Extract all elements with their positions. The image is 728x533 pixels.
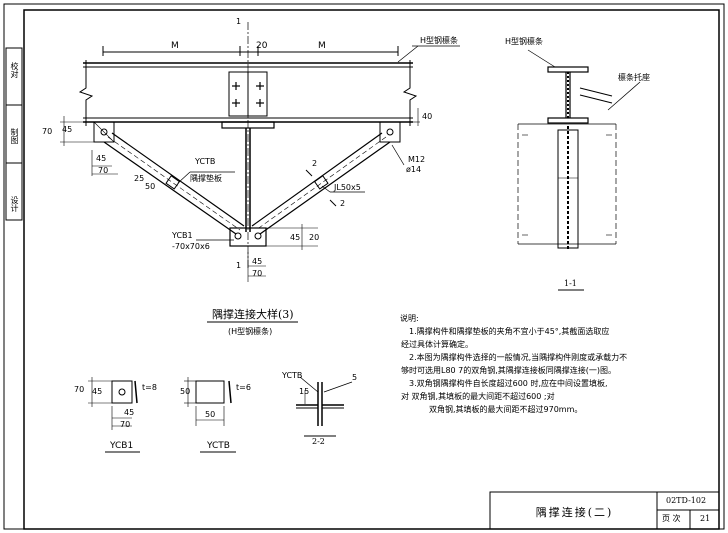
page-label: 页 次	[662, 514, 681, 523]
notes-line-1: 1.隅撑构件和隅撑垫板的夹角不宜小于45°,其截面选取应	[409, 327, 610, 336]
section-2-2-caption: 2-2	[312, 437, 325, 446]
title-block-frame	[489, 491, 720, 530]
detail-title: 隅撑连接大样(3)	[212, 308, 294, 321]
section-mark-2a: 2	[312, 159, 318, 168]
section-mark-bottom: 1	[236, 261, 242, 270]
purlin-bracket-label: 檩条托座	[618, 73, 650, 82]
notes-line-2: 经过具体计算确定。	[401, 340, 473, 349]
dim-25: 25	[134, 174, 145, 183]
section-mark-2b: 2	[340, 199, 346, 208]
ycb1-dim-45: 45	[92, 387, 103, 396]
yctb-plate	[184, 377, 236, 453]
dim-45-left: 45	[96, 154, 107, 163]
yctb-name: YCTB	[207, 441, 230, 451]
section-1-1	[517, 49, 641, 291]
dim-70-bottom-2: 70	[252, 269, 263, 278]
section-1-1-caption: 1-1	[564, 279, 577, 288]
section-mark-top: 1	[236, 17, 242, 26]
drawing-title: 隅撑连接(二)	[535, 506, 614, 519]
detail-subtitle: (H型钢檩条)	[228, 327, 273, 336]
page-number: 21	[700, 514, 711, 523]
side-label-draw: 制图	[10, 128, 19, 144]
side-label-check: 校对	[10, 62, 19, 78]
notes-line-3: 2.本图为隅撑构件选择的一般情况,当隅撑构件刚度或承载力不	[409, 353, 628, 362]
bolt-label: M12	[408, 155, 426, 164]
notes-heading: 说明:	[400, 314, 419, 323]
bolt-hole-dia: ø14	[406, 165, 422, 174]
ycb1-plate	[88, 377, 140, 453]
yctb-label: YCTB	[195, 157, 216, 166]
h-steel-label-section: H型钢檩条	[505, 37, 544, 46]
inner-border	[23, 9, 720, 530]
dim-40-right: 40	[422, 112, 433, 121]
atlas-number: 02TD-102	[666, 496, 707, 505]
gusset-plate-label: 隅撑垫板	[190, 174, 222, 183]
sec22-dim-15: 15	[299, 387, 310, 396]
dim-70-left: 70	[98, 166, 109, 175]
ycb1-spec: -70x70x6	[172, 242, 210, 251]
notes-line-4: 够时可选用L80 7的双角钢,其隅撑连接板同隅撑连接(一)图。	[401, 366, 617, 375]
main-detail	[60, 22, 460, 323]
dim-m-right: M	[318, 41, 326, 51]
sec22-dim-5: 5	[352, 373, 358, 382]
ycb1-dim-70b: 70	[120, 420, 131, 429]
yctb-thickness: t=6	[236, 383, 251, 392]
ycb1-thickness: t=8	[142, 383, 157, 392]
ycb1-label-main: YCB1	[172, 231, 193, 240]
dim-70-left-vertical: 70	[42, 127, 53, 136]
h-steel-purlin-label: H型钢檩条	[420, 36, 459, 45]
side-label-design: 设计	[10, 196, 19, 212]
notes-line-7: 双角钢,其填板的最大间距不超过970mm。	[429, 405, 583, 414]
dim-45-left-vertical: 45	[62, 125, 73, 134]
dim-m-left: M	[171, 41, 179, 51]
notes-line-6: 对 双角钢,其填板的最大间距不超过600 ;对	[401, 392, 555, 401]
angle-label: JL50x5	[334, 183, 361, 192]
notes-line-5: 3.双角钢隅撑构件自长度超过600 时,应在中间设置填板,	[409, 379, 608, 388]
notes-block: 说明: 1.隅撑构件和隅撑垫板的夹角不宜小于45°,其截面选取应 经过具体计算确…	[400, 312, 631, 416]
dim-20-bottom: 20	[309, 233, 320, 242]
dim-45-bottom: 45	[290, 233, 301, 242]
dim-20: 20	[256, 41, 268, 51]
sec22-yctb-label: YCTB	[282, 371, 303, 380]
ycb1-dim-45b: 45	[124, 408, 135, 417]
dim-50: 50	[145, 182, 156, 191]
sign-strip	[5, 47, 23, 221]
ycb1-name: YCB1	[110, 441, 134, 451]
yctb-dim-50v: 50	[180, 387, 191, 396]
yctb-dim-50h: 50	[205, 410, 216, 419]
dim-45-bottom-2: 45	[252, 257, 263, 266]
ycb1-dim-70: 70	[74, 385, 85, 394]
section-2-2	[296, 376, 353, 437]
